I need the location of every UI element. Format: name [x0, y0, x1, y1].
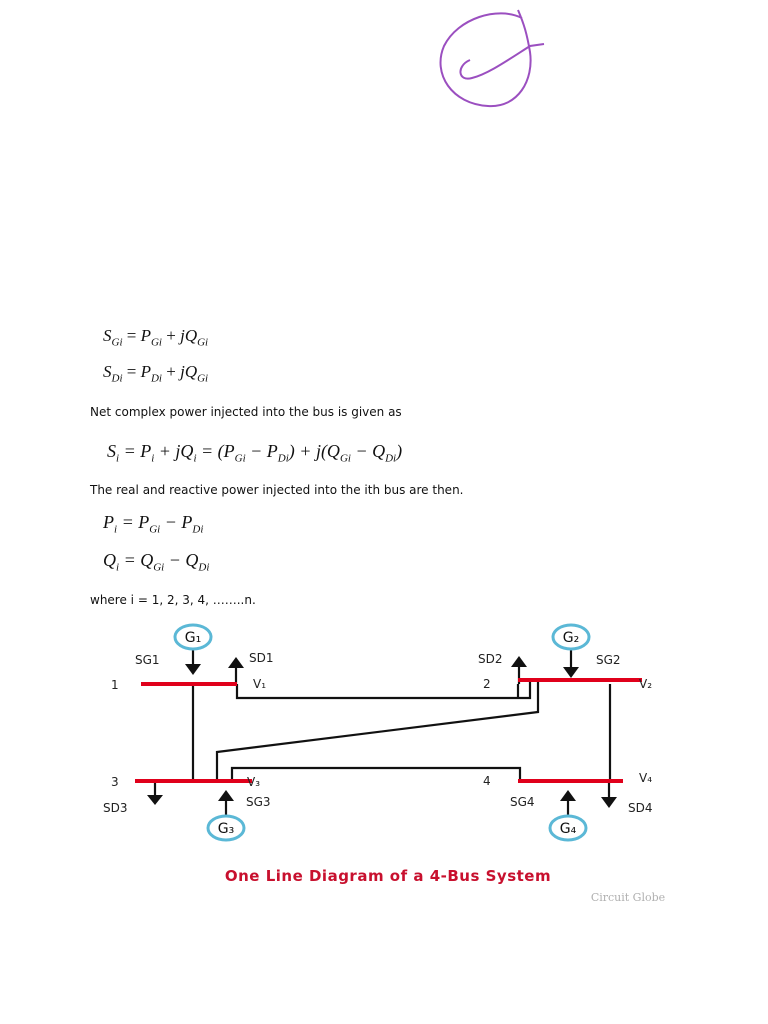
label-sd4: SD4: [628, 801, 653, 815]
equation-si: Si = Pi + jQi = (PGi − PDi) + j(QGi − QD…: [107, 441, 403, 465]
label-sg1: SG1: [135, 653, 160, 667]
bus-2-number: 2: [483, 677, 491, 691]
gen-3-circle: [206, 814, 246, 842]
label-sd2: SD2: [478, 652, 503, 666]
gen-4-circle: [548, 814, 588, 842]
generator-connections: [191, 648, 573, 817]
bus-1-number: 1: [111, 678, 119, 692]
equation-qi: Qi = QGi − QDi: [103, 550, 210, 574]
gen-4-label: G₄: [560, 821, 577, 837]
where-text: where i = 1, 2, 3, 4, ……..n.: [90, 593, 256, 607]
line-1-2: [235, 680, 532, 700]
net-power-text: Net complex power injected into the bus …: [90, 405, 402, 419]
arrow-sd1: [228, 657, 244, 668]
arrow-sd2: [511, 656, 527, 667]
arrow-sd3: [147, 795, 163, 805]
arrow-sd4: [601, 797, 617, 808]
arrow-sg4: [560, 790, 576, 801]
equation-sgi: SGi = PGi + jQGi: [103, 326, 209, 349]
label-sg4: SG4: [510, 795, 535, 809]
gen-2-circle: [551, 623, 591, 651]
bus-4-number: 4: [483, 774, 491, 788]
gen-2-label: G₂: [563, 630, 579, 646]
line-2-3: [215, 680, 540, 781]
transmission-lines: [191, 680, 612, 781]
arrow-sg1: [185, 664, 201, 675]
equation-sdi: SDi = PDi + jQGi: [103, 362, 209, 385]
equation-pi: Pi = PGi − PDi: [103, 512, 204, 536]
handwritten-check-annotation: [439, 9, 545, 108]
diagram-caption: One Line Diagram of a 4-Bus System: [225, 867, 551, 885]
bus-bars: [135, 678, 642, 783]
real-reactive-text: The real and reactive power injected int…: [90, 483, 464, 497]
voltage-v2: V₂: [639, 677, 652, 691]
voltage-v3: V₃: [247, 775, 260, 789]
gen-3-label: G₃: [218, 821, 234, 837]
label-sg2: SG2: [596, 653, 621, 667]
arrow-sg3: [218, 790, 234, 801]
arrow-sg2: [563, 667, 579, 678]
label-sd1: SD1: [249, 651, 274, 665]
bus-3-number: 3: [111, 775, 119, 789]
voltage-v4: V₄: [639, 771, 652, 785]
power-arrows: [147, 656, 617, 808]
generator-circles: [173, 623, 591, 842]
gen-1-label: G₁: [185, 630, 201, 646]
diagram-credit: Circuit Globe: [591, 891, 665, 904]
label-sg3: SG3: [246, 795, 271, 809]
voltage-v1: V₁: [253, 677, 266, 691]
line-3-4: [230, 766, 522, 781]
gen-1-circle: [173, 623, 213, 651]
label-sd3: SD3: [103, 801, 128, 815]
